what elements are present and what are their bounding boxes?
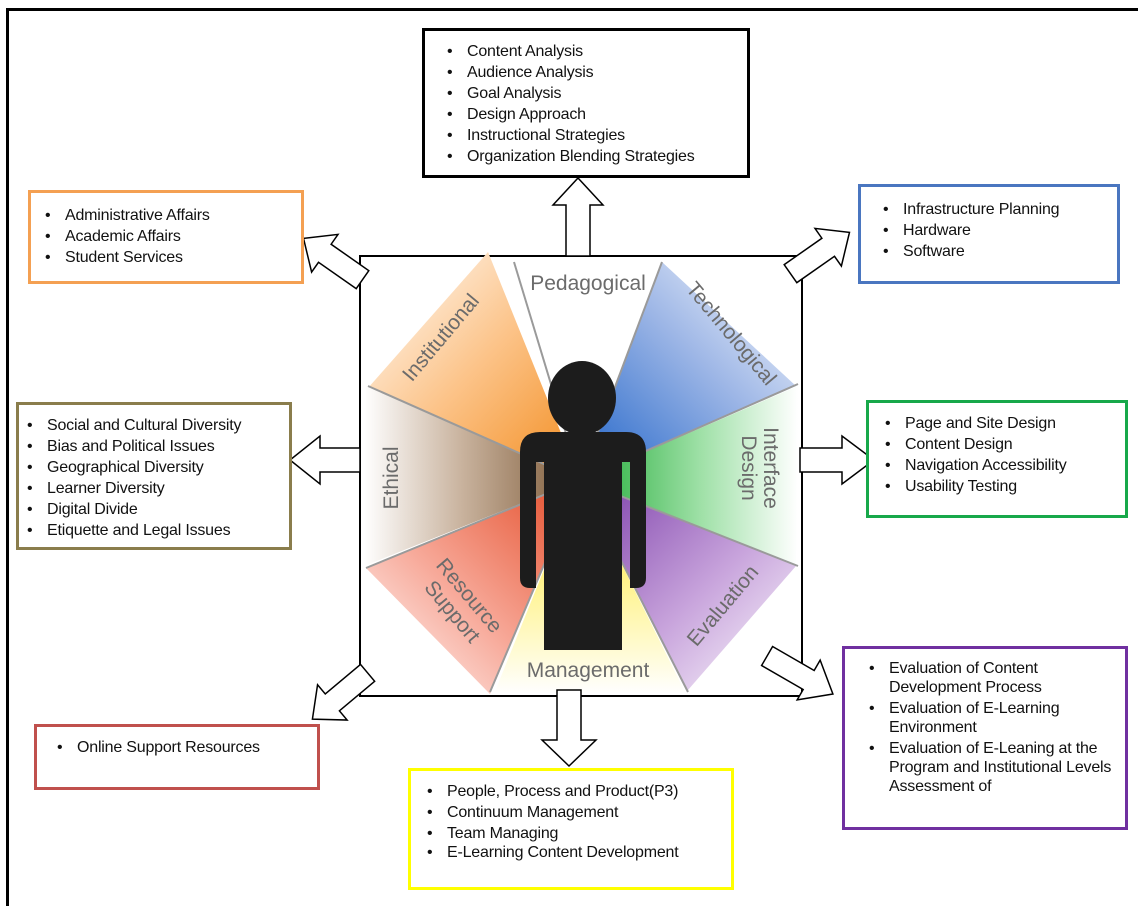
list-item: • E-Learning Content Development [427, 844, 679, 861]
list-item: •Bias and Political Issues [27, 438, 215, 455]
list-item: •Geographical Diversity [27, 459, 204, 476]
diagram-frame [6, 8, 1138, 906]
list-item: •Infrastructure Planning [883, 201, 1060, 218]
arrow-right [799, 434, 876, 486]
list-item: •Hardware [883, 222, 971, 239]
arrow-up-left [302, 233, 370, 290]
ethical-wedge [364, 386, 580, 566]
label-ethical: Ethical [380, 446, 403, 509]
list-item: •Instructional Strategies [447, 127, 625, 144]
label-management: Management [527, 659, 650, 682]
resource-support-box: •Online Support Resources [34, 724, 320, 790]
ethical-box: •Social and Cultural Diversity •Bias and… [16, 402, 292, 550]
list-item: •Evaluation of Content Development Proce… [869, 660, 1042, 696]
label-pedagogical: Pedagogical [530, 272, 646, 295]
list-item: •Page and Site Design [885, 415, 1056, 432]
label-interface: Interface [759, 427, 782, 509]
arrows [288, 176, 876, 768]
list-item: •Usability Testing [885, 478, 1017, 495]
list-item: •Evaluation of E-Leaning at the Program … [869, 740, 1112, 795]
arrow-down-right [760, 645, 834, 701]
list-item: •Navigation Accessibility [885, 457, 1067, 474]
list-item: •Team Managing [427, 825, 559, 842]
list-item: • Academic Affairs [45, 228, 181, 245]
list-item: •Audience Analysis [447, 64, 594, 81]
list-item: •Design Approach [447, 106, 586, 123]
arrow-up-right [783, 227, 851, 284]
evaluation-box: •Evaluation of Content Development Proce… [842, 646, 1128, 830]
arrow-up [551, 176, 605, 257]
arrow-down [540, 689, 598, 768]
list-item: •Social and Cultural Diversity [27, 417, 242, 434]
list-item: •Learner Diversity [27, 480, 165, 497]
list-item: •People, Process and Product(P3) [427, 783, 679, 800]
list-item: •Digital Divide [27, 501, 138, 518]
person-icon [520, 361, 646, 650]
interface-design-box: •Page and Site Design •Content Design •N… [866, 400, 1128, 518]
list-item: •Software [883, 243, 965, 260]
list-item: •Content Analysis [447, 43, 583, 60]
list-item: •Content Design [885, 436, 1013, 453]
list-item: •Etiquette and Legal Issues [27, 522, 231, 539]
list-item: •Goal Analysis [447, 85, 562, 102]
list-item: •Continuum Management [427, 804, 619, 821]
institutional-box: •Administrative Affairs • Academic Affai… [28, 190, 304, 284]
technological-box: •Infrastructure Planning •Hardware •Soft… [858, 184, 1120, 284]
management-box: •People, Process and Product(P3) •Contin… [408, 768, 734, 890]
pedagogical-box: •Content Analysis •Audience Analysis •Go… [422, 28, 750, 178]
list-item: •Online Support Resources [57, 739, 260, 756]
interface-design-wedge [580, 386, 798, 566]
list-item: •Student Services [45, 249, 183, 266]
arrow-left [288, 434, 361, 486]
institutional-wedge [368, 252, 580, 480]
list-item: •Organization Blending Strategies [447, 148, 695, 165]
label-design: Design [737, 435, 760, 500]
technological-wedge [580, 262, 796, 480]
list-item: •Evaluation of E-Learning Environment [869, 700, 1060, 736]
list-item: •Administrative Affairs [45, 207, 210, 224]
arrow-down-left [311, 663, 376, 721]
